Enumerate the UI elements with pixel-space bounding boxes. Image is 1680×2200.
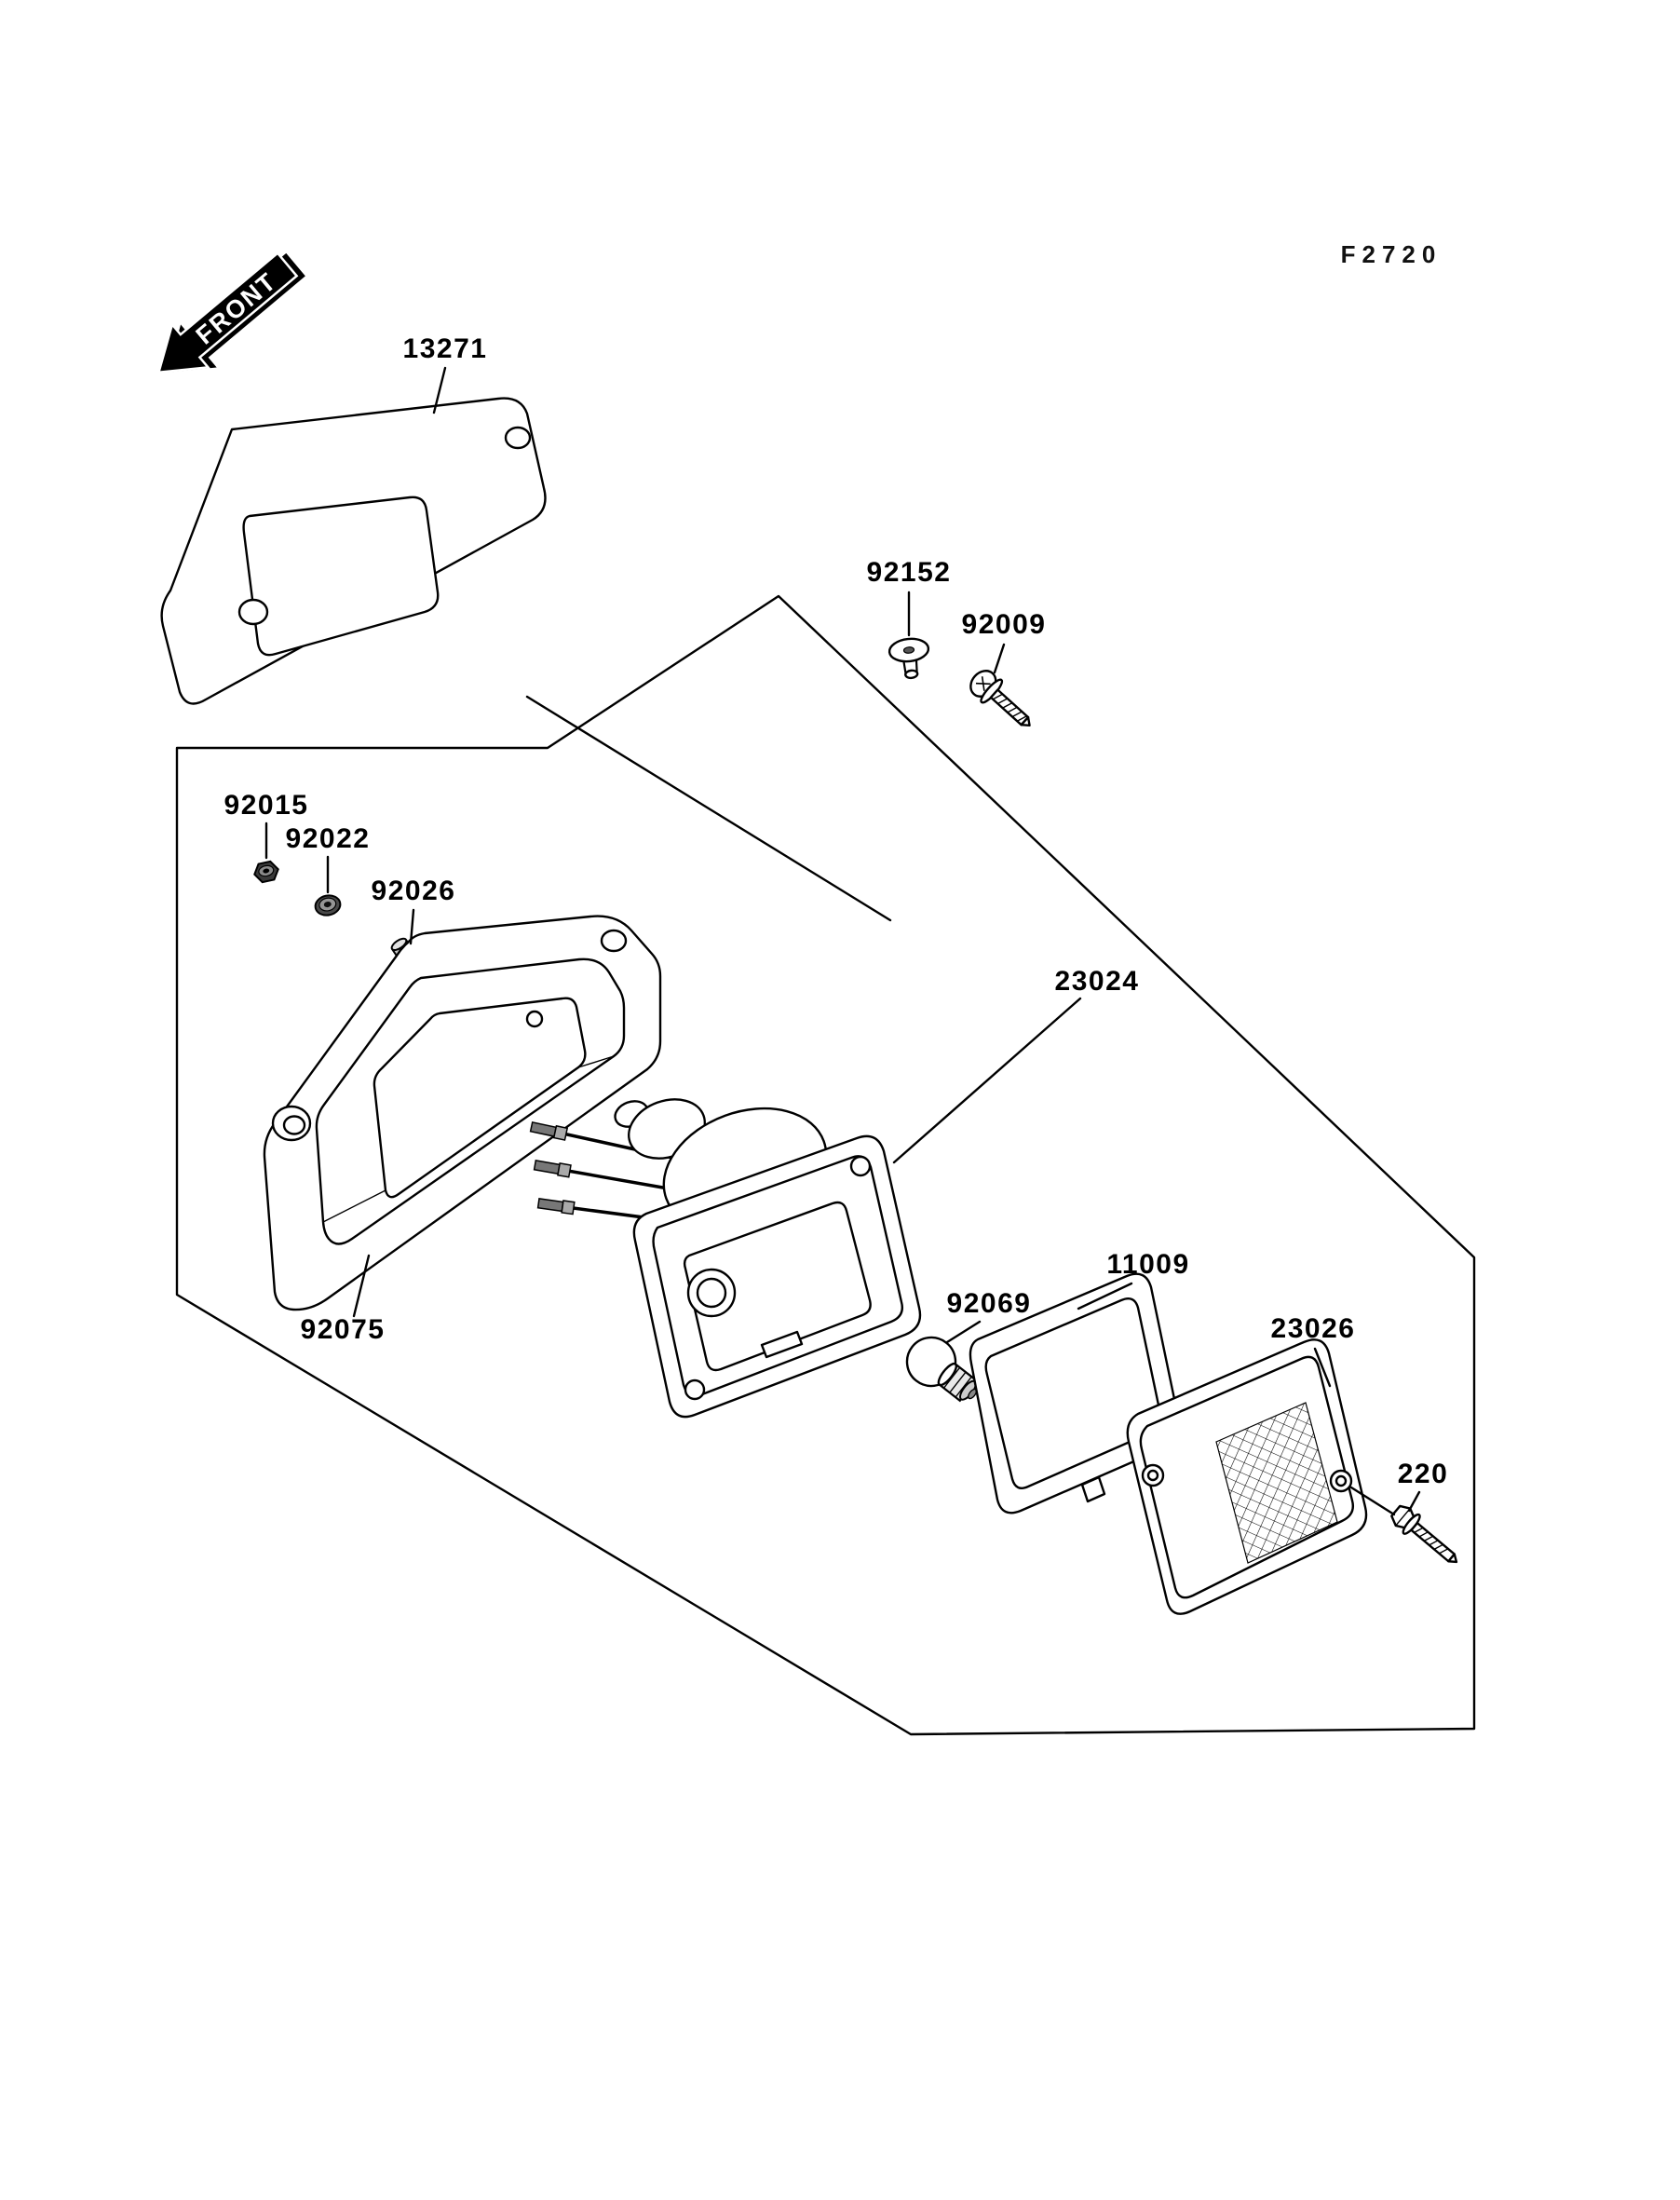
- screw-92152-drawing: [887, 637, 930, 680]
- bracket-plate-13271-drawing: [160, 397, 547, 705]
- part-label-92022: 92022: [286, 823, 371, 854]
- washer-92022-drawing: [314, 894, 342, 917]
- nut-92015-drawing: [253, 860, 279, 884]
- part-label-220: 220: [1398, 1459, 1449, 1489]
- part-label-92075: 92075: [301, 1314, 386, 1345]
- figure-code: F2720: [1341, 240, 1443, 268]
- lamp-housing-92075-drawing: [263, 915, 662, 1311]
- bolt-220-drawing: [1390, 1504, 1458, 1564]
- screw-92009-drawing: [969, 670, 1031, 727]
- part-label-13271: 13271: [403, 333, 488, 364]
- front-arrow-icon: FRONT: [156, 251, 305, 374]
- part-label-11009: 11009: [1106, 1249, 1189, 1280]
- assembly-frame-outline: [175, 594, 1476, 1736]
- part-label-92069: 92069: [947, 1288, 1032, 1319]
- part-label-23024: 23024: [1055, 966, 1140, 997]
- part-label-92026: 92026: [372, 876, 456, 906]
- part-label-92152: 92152: [867, 557, 952, 588]
- lens-gasket-11009-drawing: [969, 1272, 1181, 1514]
- part-label-92009: 92009: [962, 609, 1047, 640]
- front-arrow-label: FRONT: [191, 266, 282, 349]
- lamp-body-23024-drawing: [529, 1098, 922, 1419]
- part-label-92015: 92015: [224, 790, 309, 821]
- part-labels: 13271 92152 92009 92015 92022 92026 2302…: [224, 333, 1449, 1489]
- lens-23026-drawing: [1126, 1338, 1368, 1615]
- leader-lines: [264, 366, 1421, 1516]
- part-label-23026: 23026: [1271, 1313, 1356, 1344]
